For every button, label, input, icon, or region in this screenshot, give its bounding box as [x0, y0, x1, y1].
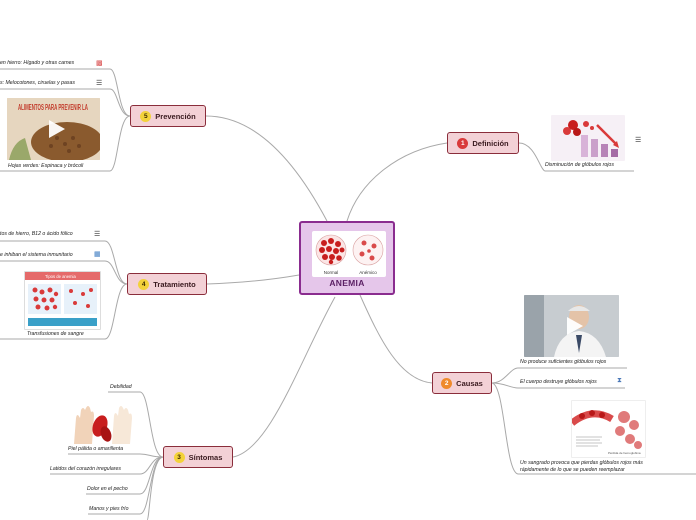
tratamiento-image[interactable]: Tipos de anemia — [24, 271, 101, 330]
topic-causas[interactable]: 2 Causas — [432, 372, 492, 394]
number-badge: 4 — [138, 278, 150, 290]
causas-leaf-1[interactable]: No produce suficientes glóbulos rojos — [520, 359, 607, 365]
sintomas-leaf[interactable]: Dolor en el pecho — [87, 486, 128, 492]
image-caption: Pérdida de hemoglobina — [608, 451, 641, 455]
prevencion-leaf-1[interactable]: en hierro: Hígado y otras carnes — [0, 60, 75, 66]
note-icon[interactable]: ☰ — [94, 231, 101, 238]
play-icon[interactable] — [48, 120, 65, 138]
play-icon[interactable] — [566, 317, 583, 335]
tratamiento-leaf-3[interactable]: Transfusiones de sangre — [27, 331, 84, 337]
topic-label: Causas — [456, 378, 483, 388]
note-icon[interactable]: ☰ — [635, 137, 642, 144]
causas-leaf-2[interactable]: El cuerpo destruye glóbulos rojos — [520, 379, 597, 385]
link-definicion — [346, 142, 448, 222]
dna-icon[interactable]: ⧗ — [617, 377, 622, 384]
link-causas — [359, 294, 433, 384]
causas-leaf-3[interactable]: Un sangrado provoca que pierdas glóbulos… — [520, 460, 643, 474]
topic-definicion[interactable]: 1 Definición — [447, 132, 519, 154]
prevencion-leaf-3[interactable]: Hojas verdes: Espinaca y brócoli — [8, 163, 84, 169]
anemia-types-image: Tipos de anemia — [25, 272, 100, 326]
sintomas-leaf[interactable]: Manos y pies frío — [89, 506, 129, 512]
number-badge: 3 — [173, 451, 185, 463]
definicion-leaf[interactable]: Disminución de glóbulos rojos — [545, 162, 614, 168]
causas-image[interactable]: Pérdida de hemoglobina — [571, 400, 646, 458]
prevencion-leaf-2[interactable]: s: Melocotones, ciruelas y pasas — [0, 80, 75, 86]
puzzle-icon[interactable]: ▩ — [96, 60, 103, 67]
blood-decrease-chart-icon — [563, 120, 619, 157]
number-badge: 2 — [441, 377, 453, 389]
causas-video-thumbnail[interactable] — [524, 295, 619, 357]
food-image-text: ALIMENTOS PARA PREVENIR LA — [18, 103, 88, 112]
anemic-label: Anémico — [359, 270, 377, 275]
topic-label: Tratamiento — [153, 279, 196, 289]
pale-hands-image — [74, 406, 132, 444]
causas-leaf-3-line1: Un sangrado provoca que pierdas glóbulos… — [520, 460, 643, 466]
sintomas-leaf[interactable]: Latidos del corazón irregulares — [50, 466, 121, 472]
link-sintomas — [232, 296, 336, 458]
number-badge: 5 — [140, 110, 152, 122]
image-title: Tipos de anemia — [45, 274, 76, 279]
tratamiento-leaf-2[interactable]: e inhiban el sistema inmunitario — [0, 252, 73, 258]
prevencion-video-thumbnail[interactable]: ALIMENTOS PARA PREVENIR LA — [7, 98, 100, 160]
link-prevencion — [205, 115, 328, 222]
puzzle-icon[interactable]: ▦ — [94, 251, 101, 258]
topic-label: Definición — [472, 138, 509, 148]
normal-label: Normal — [324, 270, 339, 275]
definicion-image[interactable] — [551, 115, 625, 161]
sintomas-image[interactable] — [70, 404, 136, 444]
topic-label: Síntomas — [188, 452, 223, 462]
note-icon[interactable]: ☰ — [96, 80, 103, 87]
sintomas-leaf[interactable]: Piel pálida o amarillenta — [68, 446, 124, 452]
number-badge: 1 — [457, 137, 469, 149]
causas-leaf-3-line2: rápidamente de lo que se pueden reemplaz… — [520, 467, 625, 473]
topic-label: Prevención — [155, 111, 196, 121]
link-tratamiento — [206, 274, 300, 285]
topic-prevencion[interactable]: 5 Prevención — [130, 105, 206, 127]
central-node-anemia[interactable]: Normal Anémico ANEMIA — [299, 221, 395, 295]
blood-comparison-image: Normal Anémico — [312, 231, 386, 277]
topic-sintomas[interactable]: 3 Síntomas — [163, 446, 233, 468]
sintomas-leaf[interactable]: Debilidad — [110, 384, 132, 390]
hemoglobin-diagram-image: Pérdida de hemoglobina — [572, 410, 642, 455]
topic-tratamiento[interactable]: 4 Tratamiento — [127, 273, 207, 295]
blood-cell-icon: Normal Anémico — [315, 234, 384, 275]
central-title: ANEMIA — [329, 278, 365, 288]
tratamiento-leaf-1[interactable]: tos de hierro, B12 o ácido fólico — [0, 231, 73, 237]
